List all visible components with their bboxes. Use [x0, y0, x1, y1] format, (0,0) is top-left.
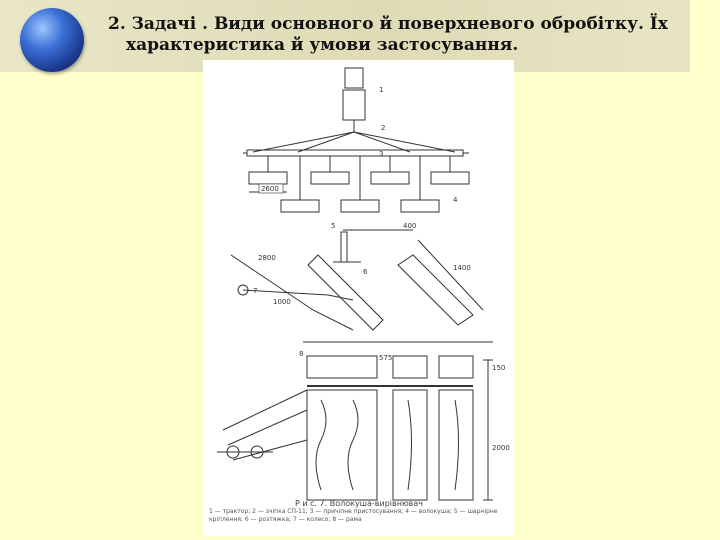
tractor-top: [344, 67, 364, 89]
technical-drawing: 2600 1000 400 1400 2000 2800 150 575 1 2…: [203, 60, 514, 536]
callout-1: 1: [379, 86, 383, 94]
hitch-bar: [246, 149, 464, 157]
plan-view: [306, 355, 474, 501]
figure-caption: Р и с. 7. Волокуша-вирівнювач 1 — тракто…: [209, 500, 509, 524]
callout-2: 2: [381, 124, 385, 132]
right-drag: [397, 254, 474, 326]
dim-label-1400: 1400: [453, 264, 471, 272]
caption-title: Р и с. 7. Волокуша-вирівнювач: [294, 499, 424, 508]
lower-sections: [280, 156, 440, 213]
slide-title: 2. Задачі . Види основного й поверхневог…: [108, 14, 668, 56]
callout-7: 7: [253, 287, 257, 295]
callout-4: 4: [453, 196, 458, 204]
upper-sections: [248, 156, 470, 185]
dim-label-2000: 2000: [492, 444, 510, 452]
callout-3: 3: [379, 150, 383, 158]
globe-icon: [20, 8, 84, 72]
caption-text: 1 — трактор; 2 — зчіпка СП-11; 3 — причі…: [209, 508, 498, 523]
dim-label-2600: 2600: [261, 185, 279, 193]
dim-label-2800: 2800: [258, 254, 276, 262]
callout-6: 6: [363, 268, 368, 276]
title-line-1: 2. Задачі . Види основного й поверхневог…: [108, 14, 668, 34]
dim-label-1000: 1000: [273, 298, 291, 306]
dim-label-150: 150: [492, 364, 505, 372]
dim-label-400: 400: [403, 222, 416, 230]
tractor-body: [342, 89, 366, 121]
callout-8: 8: [299, 350, 303, 358]
callout-5: 5: [331, 222, 335, 230]
title-line-2: характеристика й умови застосування.: [126, 35, 519, 55]
left-arm: [230, 254, 354, 331]
left-drag: [307, 254, 384, 331]
dim-label-575: 575: [379, 354, 392, 362]
drawing-svg: 2600 1000 400 1400 2000 2800 150 575 1 2…: [217, 67, 510, 501]
